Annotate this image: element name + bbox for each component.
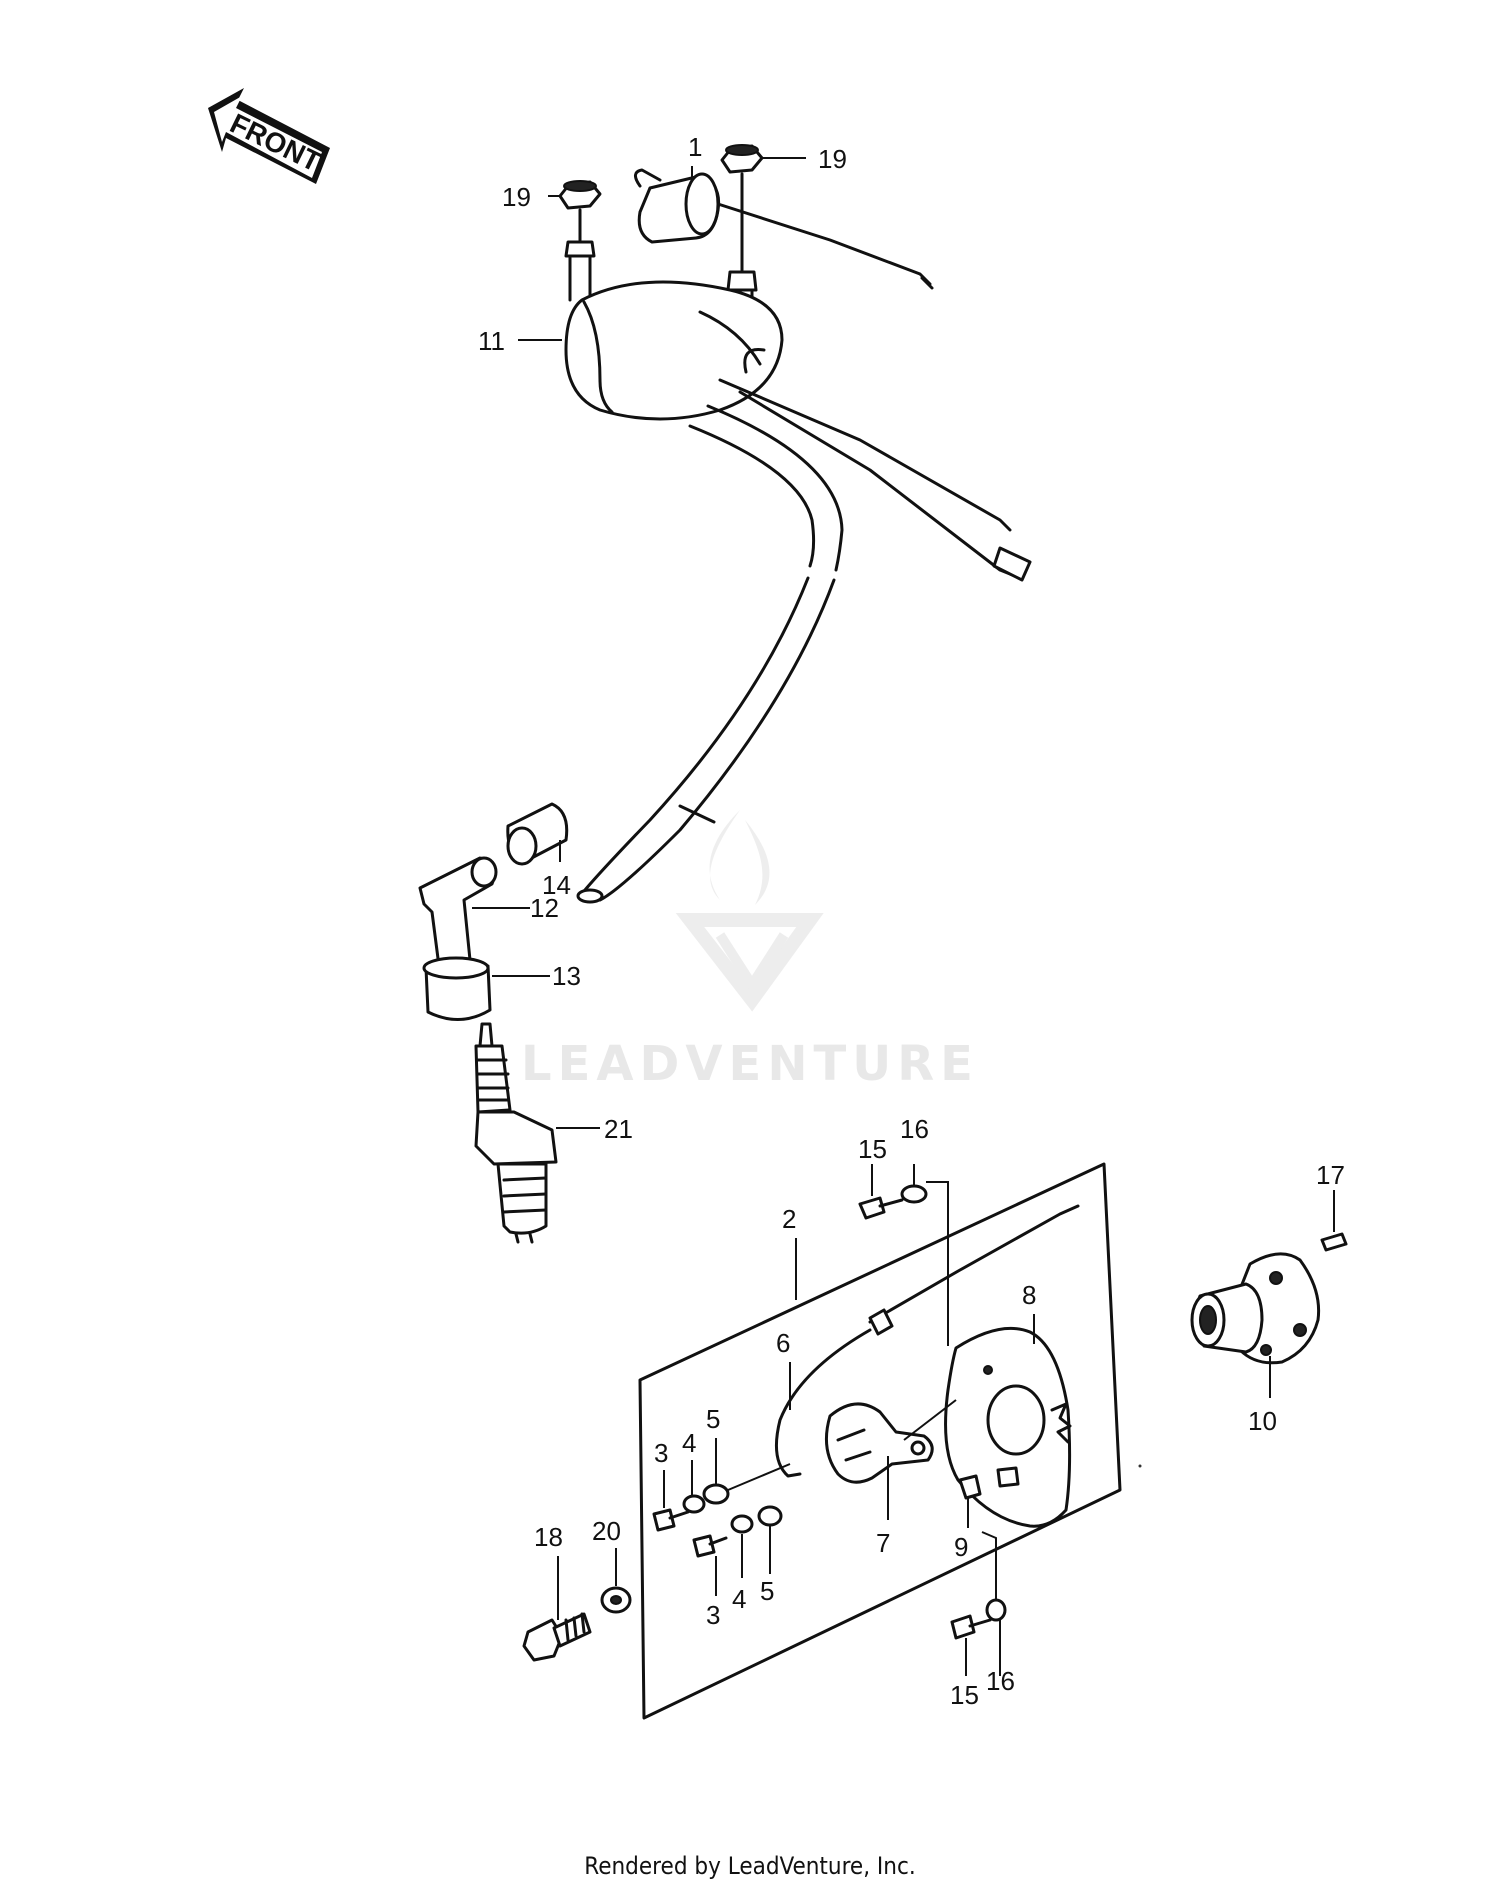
screw-part-15-bottom xyxy=(950,1614,992,1640)
callout-12: 12 xyxy=(530,893,559,923)
callout-19-right: 19 xyxy=(818,144,847,174)
callout-9: 9 xyxy=(954,1532,968,1562)
footer-credit: Rendered by LeadVenture, Inc. xyxy=(584,1852,916,1880)
advancer-part-10 xyxy=(1190,1252,1321,1365)
callout-11: 11 xyxy=(478,326,505,356)
callout-14: 14 xyxy=(542,870,571,900)
callout-8: 8 xyxy=(1022,1280,1036,1310)
watermark-logo: LEADVENTURE xyxy=(521,810,979,1092)
seal-part-13 xyxy=(422,956,492,1022)
callout-1: 1 xyxy=(688,132,702,162)
screw-part-3-upper xyxy=(652,1508,690,1532)
callout-10: 10 xyxy=(1248,1406,1277,1436)
felt-part-9 xyxy=(958,1466,1020,1500)
callout-3-lower: 3 xyxy=(706,1600,720,1630)
callout-15-top: 15 xyxy=(858,1134,887,1164)
callout-20: 20 xyxy=(592,1516,621,1546)
washer-part-5-upper xyxy=(702,1483,730,1505)
callout-7: 7 xyxy=(876,1528,890,1558)
callout-2: 2 xyxy=(782,1204,796,1234)
screw-part-3-lower xyxy=(692,1534,728,1558)
spark-plug-part-21 xyxy=(474,1022,558,1244)
front-label: FRONT xyxy=(225,108,325,178)
callout-4-upper: 4 xyxy=(682,1428,696,1458)
callout-15-bottom: 15 xyxy=(950,1680,979,1710)
cap-part-14 xyxy=(506,802,569,866)
callout-5-upper: 5 xyxy=(706,1404,720,1434)
condenser-part-1 xyxy=(634,168,934,290)
ignition-coil-part-11 xyxy=(564,280,1032,582)
callout-3-upper: 3 xyxy=(654,1438,668,1468)
callout-6: 6 xyxy=(776,1328,790,1358)
pin-part-17 xyxy=(1320,1232,1348,1252)
screw-part-15-top xyxy=(858,1196,904,1220)
watermark-text: LEADVENTURE xyxy=(521,1036,979,1092)
callout-4-lower: 4 xyxy=(732,1584,746,1614)
bolt-part-18 xyxy=(522,1612,592,1662)
front-arrow-icon: FRONT xyxy=(208,88,330,184)
lock-washer-part-4-lower xyxy=(730,1514,754,1534)
washer-part-5-lower xyxy=(757,1505,783,1527)
callout-13: 13 xyxy=(552,961,581,991)
nut-19-right xyxy=(720,144,764,174)
contact-breaker-part-7 xyxy=(824,1402,934,1484)
washer-part-16-bottom xyxy=(985,1598,1007,1622)
washer-part-16-top xyxy=(900,1184,928,1204)
lead-wire-part-6 xyxy=(774,1204,1080,1478)
callout-18: 18 xyxy=(534,1522,563,1552)
callout-21: 21 xyxy=(604,1114,633,1144)
callout-5-lower: 5 xyxy=(760,1576,774,1606)
nut-19-left xyxy=(558,180,602,210)
callout-16-bottom: 16 xyxy=(986,1666,1015,1696)
callout-16-top: 16 xyxy=(900,1114,929,1144)
contact-breaker-assembly-part-2 xyxy=(638,1162,1122,1720)
callout-17: 17 xyxy=(1316,1160,1345,1190)
callout-19-left: 19 xyxy=(502,182,531,212)
lock-washer-part-4-upper xyxy=(682,1494,706,1514)
